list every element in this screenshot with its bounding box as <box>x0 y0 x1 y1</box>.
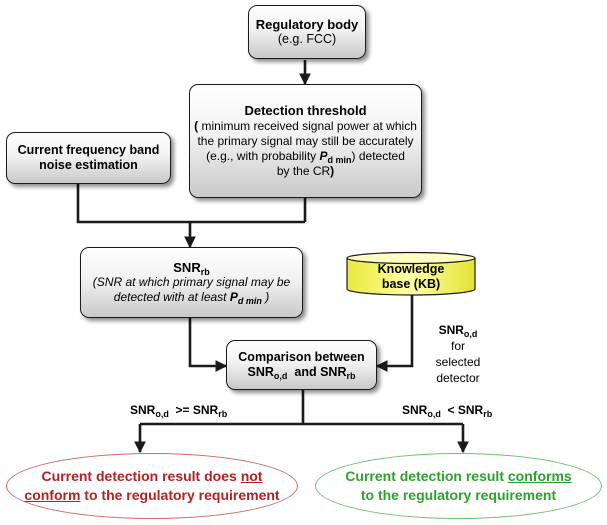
result-not-conform-ellipse: Current detection result does not confor… <box>6 453 298 519</box>
result-conforms-line1: Current detection result conforms <box>345 468 572 484</box>
kb-snr-label: SNRo,d for selected detector <box>435 323 481 385</box>
knowledge-base-label: Knowledge base (KB) <box>377 262 445 291</box>
regulatory-body-box: Regulatory body (e.g. FCC) <box>248 5 366 59</box>
comparison-box: Comparison between SNRo,d and SNRrb <box>226 340 377 390</box>
snr-rb-title: SNRrb <box>173 260 210 277</box>
detection-threshold-box: Detection threshold ( minimum received s… <box>189 84 422 198</box>
detection-threshold-title: Detection threshold <box>244 103 367 118</box>
noise-estimation-line1: Current frequency band <box>17 143 160 157</box>
result-not-conform-line1: Current detection result does not <box>41 468 263 484</box>
comparison-line1: Comparison between <box>238 350 365 364</box>
arrow-snr-rb-to-comparison <box>188 318 228 372</box>
snr-rb-line1: (SNR at which primary signal may be <box>92 275 291 289</box>
detection-threshold-line2: the primary signal may still be accurate… <box>197 134 414 148</box>
regulatory-body-subtitle: (e.g. FCC) <box>277 32 337 46</box>
comparison-line2: SNRo,d and SNRrb <box>247 365 356 381</box>
line-noise-down <box>76 184 305 224</box>
branch-left-condition: SNRo,d >= SNRrb <box>130 403 228 419</box>
branch-right-condition: SNRo,d < SNRrb <box>402 403 493 419</box>
detection-threshold-line4: by the CR) <box>276 164 335 178</box>
detection-threshold-line3: (e.g., with probability Pd min) detected <box>206 149 405 165</box>
arrow-kb-to-comparison <box>375 292 414 372</box>
noise-estimation-line2: noise estimation <box>39 158 138 172</box>
result-conforms-line2: to the regulatory requirement <box>360 487 557 503</box>
result-conforms-ellipse: Current detection result conforms to the… <box>315 453 602 519</box>
regulatory-body-title: Regulatory body <box>255 17 359 32</box>
snr-rb-line2: detected with at least Pd min ) <box>113 290 270 306</box>
detection-threshold-line1: ( minimum received signal power at which <box>194 119 417 133</box>
snr-rb-box: SNRrb (SNR at which primary signal may b… <box>80 247 303 318</box>
knowledge-base-cylinder <box>346 251 476 296</box>
noise-estimation-box: Current frequency band noise estimation <box>6 132 171 184</box>
result-not-conform-line2: conform to the regulatory requirement <box>24 487 280 503</box>
